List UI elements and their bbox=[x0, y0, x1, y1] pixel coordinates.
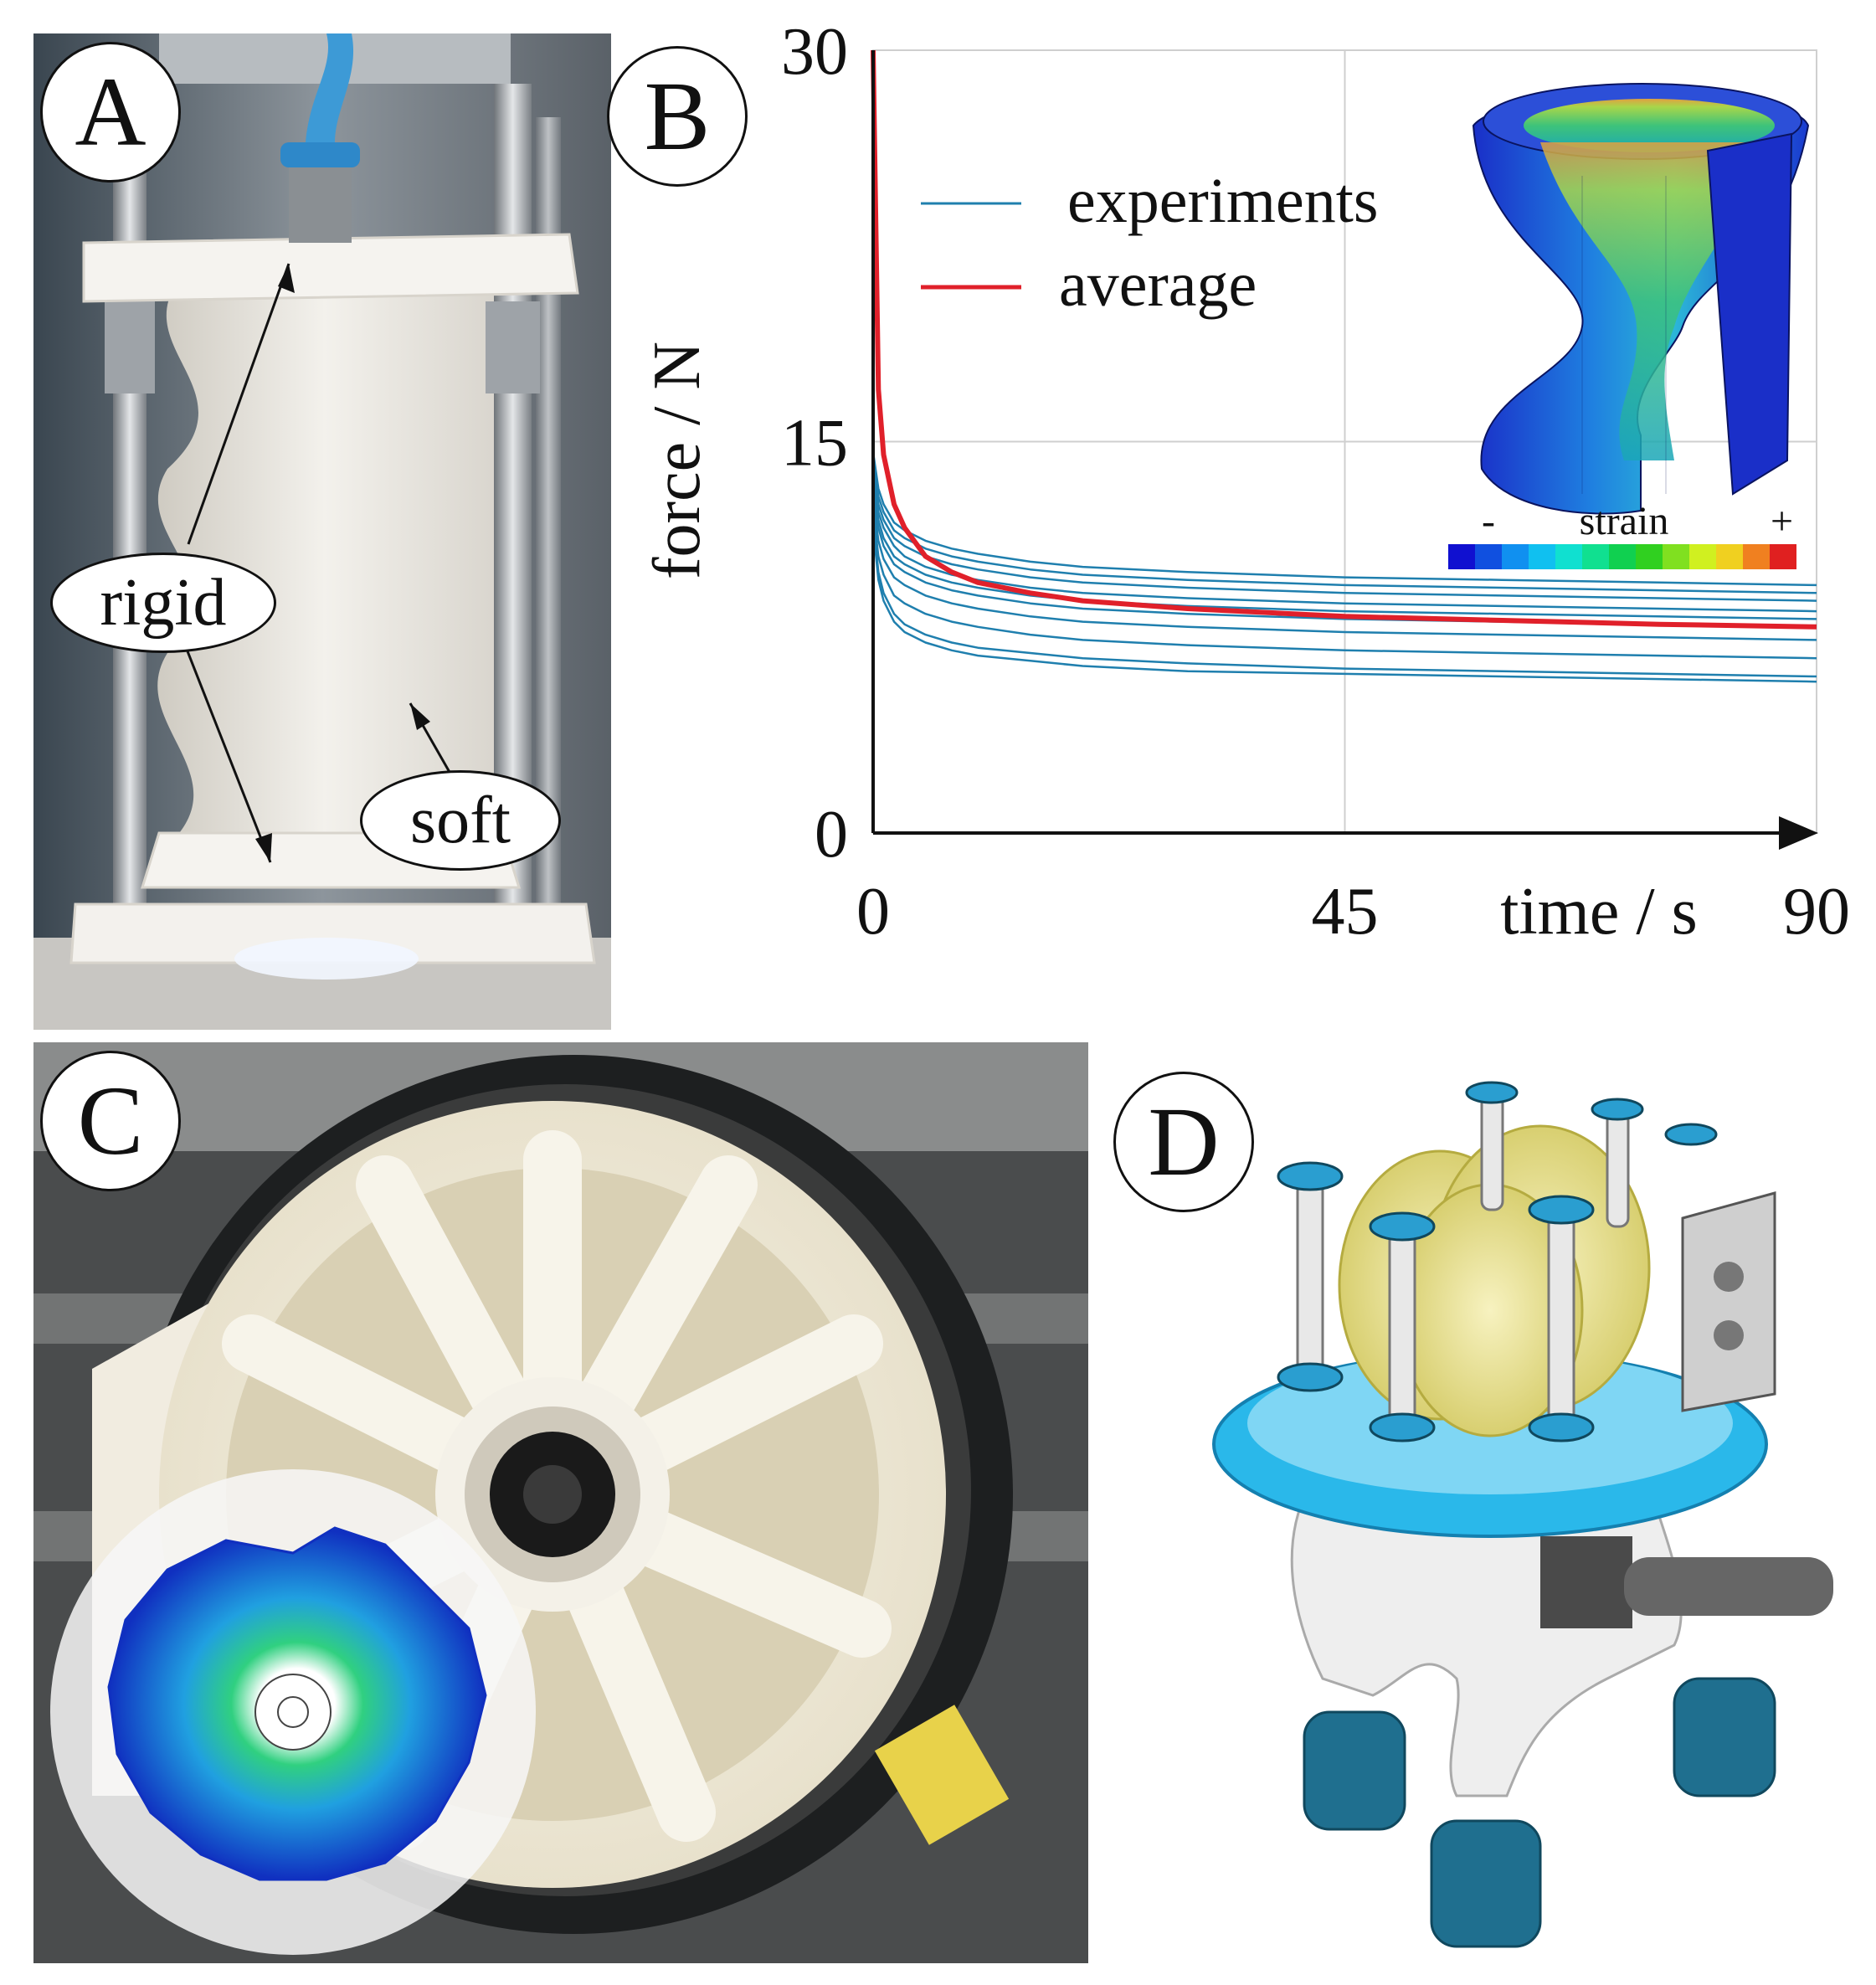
panel-c-letter: C bbox=[40, 1051, 181, 1191]
series-average-line bbox=[871, 49, 1817, 630]
panel-b: B 0 15 30 0 45 90 time / s force / N experiment… bbox=[603, 25, 1876, 1030]
series-experiment-line-1 bbox=[871, 451, 1817, 587]
series-experiment-line-3 bbox=[871, 467, 1817, 602]
series-experiment-line-10 bbox=[871, 527, 1817, 683]
x-tick-label: 0 bbox=[856, 875, 890, 949]
y-tick-label: 30 bbox=[781, 25, 848, 89]
panel-d: D bbox=[1105, 1042, 1858, 1980]
fe-strain-inset: - strain + bbox=[1448, 83, 1810, 569]
x-tick-label: 45 bbox=[1312, 875, 1379, 949]
force-time-chart: 0 15 30 0 45 90 time / s force / N experiments a… bbox=[640, 25, 1850, 949]
legend-label-experiments: experiments bbox=[1067, 166, 1378, 236]
panel-b-letter: B bbox=[607, 46, 748, 187]
series-experiment-line-5 bbox=[871, 481, 1817, 620]
y-tick-label: 0 bbox=[815, 798, 848, 872]
series-experiment-line-9 bbox=[871, 519, 1817, 678]
panel-c: C bbox=[33, 1042, 1088, 1963]
series-experiment-line-8 bbox=[871, 509, 1817, 660]
panel-d-letter: D bbox=[1113, 1072, 1254, 1212]
x-axis-label: time / s bbox=[1500, 875, 1698, 949]
panel-a-photo bbox=[33, 33, 611, 1030]
panel-d-cad-render bbox=[1212, 1081, 1833, 1948]
series-experiment-line-7 bbox=[871, 498, 1817, 641]
y-axis-label: force / N bbox=[640, 342, 714, 579]
colorbar-plus: + bbox=[1771, 499, 1793, 543]
colorbar-minus: - bbox=[1482, 499, 1495, 543]
rigid-callout: rigid bbox=[50, 553, 276, 653]
legend-label-average: average bbox=[1059, 249, 1257, 320]
soft-callout: soft bbox=[360, 770, 561, 871]
strain-colorbar: - strain + bbox=[1448, 499, 1796, 569]
panel-a-letter: A bbox=[40, 42, 181, 183]
panel-c-photo bbox=[33, 1042, 1088, 1963]
x-tick-label: 90 bbox=[1783, 875, 1850, 949]
x-axis-arrow bbox=[1779, 816, 1818, 850]
series-experiment-line-2 bbox=[871, 460, 1817, 594]
y-tick-label: 15 bbox=[781, 407, 848, 481]
panel-a: A rigid soft bbox=[33, 33, 611, 1030]
colorbar-title: strain bbox=[1580, 499, 1669, 543]
